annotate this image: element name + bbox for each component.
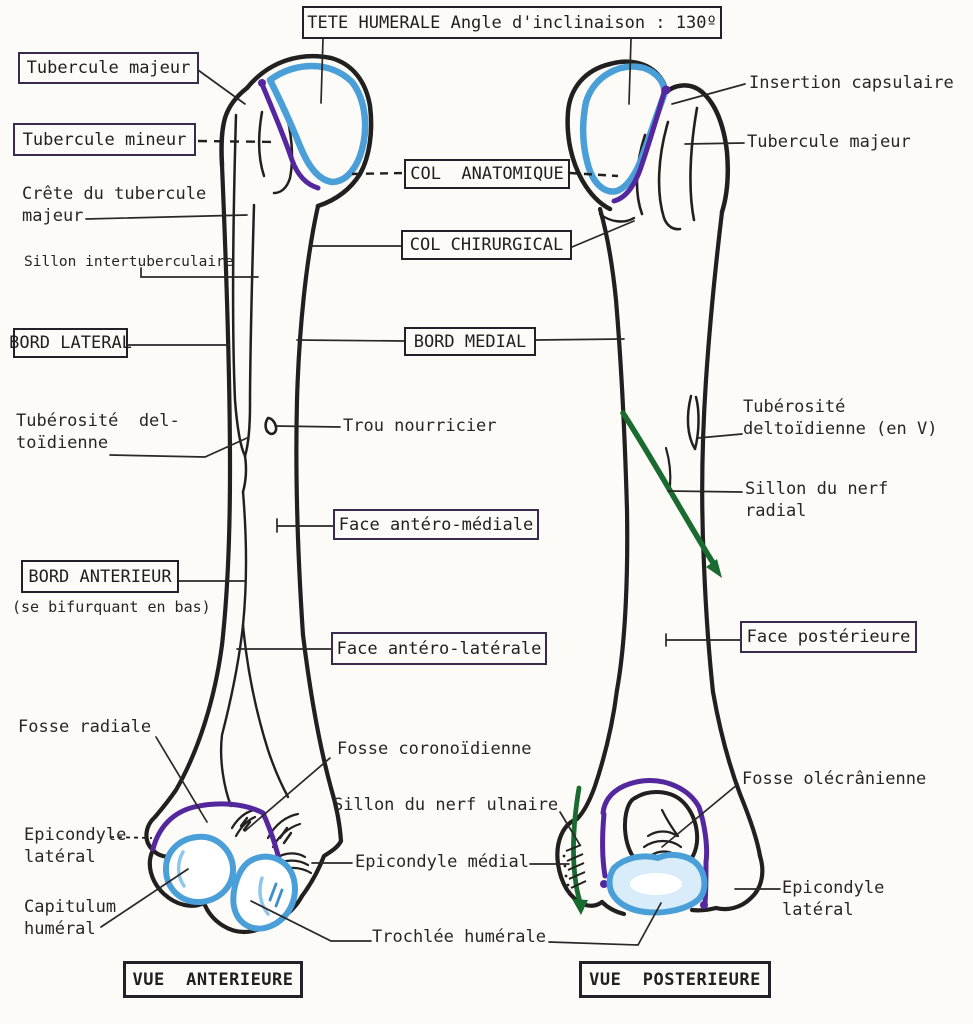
- box-bord-anterieur: BORD ANTERIEUR: [21, 560, 179, 593]
- box-label: Tubercule majeur: [26, 58, 191, 78]
- label-tubercule-majeur-right: Tubercule majeur: [747, 132, 911, 152]
- box-face-antero-mediale: Face antéro-médiale: [333, 509, 539, 540]
- label-sillon-intertuberculaire: Sillon intertuberculaire: [24, 254, 234, 270]
- label-crete-tubercule-majeur: Crête du tubercule majeur: [22, 184, 207, 226]
- label-fosse-coronoidienne: Fosse coronoïdienne: [337, 739, 532, 759]
- view-caption: VUE ANTERIEURE: [132, 969, 294, 990]
- label-fosse-radiale: Fosse radiale: [18, 717, 152, 737]
- label-bord-anterieur-note: (se bifurquant en bas): [12, 598, 211, 616]
- purple-dot: [600, 880, 608, 888]
- box-vue-anterieure: VUE ANTERIEURE: [123, 961, 303, 998]
- leader-tuberosite-left: [109, 437, 248, 458]
- leader-sillon-intertuberculaire: [140, 267, 259, 278]
- label-epicondyle-medial: Epicondyle médial: [355, 852, 529, 872]
- box-label: Face antéro-médiale: [338, 514, 534, 535]
- leader-title-anterior-head: [320, 38, 324, 104]
- capitulum-shading: [176, 850, 186, 888]
- label-tuberosite-deltoidienne-right: Tubérosité deltoïdienne (en V): [743, 397, 938, 439]
- box-bord-medial: BORD MEDIAL: [404, 327, 536, 356]
- leader-crete: [85, 214, 248, 220]
- title-box: TETE HUMERALE Angle d'inclinaison : 130º: [302, 6, 722, 39]
- dashed-reference-lines: [109, 139, 619, 839]
- radial-nerve-arrow: [620, 410, 722, 578]
- box-label: COL CHIRURGICAL: [409, 235, 564, 255]
- leader-col-chirurgical: [310, 220, 635, 248]
- ulnar-nerve-arrow: [562, 785, 588, 915]
- capsular-insertion-line: [611, 90, 667, 204]
- leader-fosse-coronoidienne: [244, 757, 331, 832]
- box-bord-lateral: BORD LATERAL: [9, 328, 132, 358]
- leader-insertion-capsulaire: [671, 83, 746, 105]
- box-face-antero-laterale: Face antéro-latérale: [331, 632, 547, 665]
- box-face-posterieure: Face postérieure: [740, 621, 917, 653]
- box-label: BORD LATERAL: [9, 333, 132, 353]
- anterior-articular-surface: [266, 62, 369, 186]
- ulnar-groove-dots: [562, 854, 570, 887]
- title-text: TETE HUMERALE Angle d'inclinaison : 130º: [307, 12, 717, 33]
- leader-bord-medial: [296, 338, 625, 342]
- leader-capitulum: [100, 868, 189, 928]
- arrowhead: [572, 899, 588, 915]
- box-tubercule-mineur: Tubercule mineur: [13, 123, 196, 156]
- purple-dot: [700, 901, 708, 909]
- dashed-col-anatomique-left: [351, 171, 405, 176]
- label-epicondyle-lateral-left: Epicondyle latéral: [24, 825, 127, 867]
- label-epicondyle-lateral-right: Epicondyle latéral: [782, 878, 885, 920]
- label-capitulum-humeral: Capitulum huméral: [24, 897, 117, 939]
- leader-tubercule-majeur-left: [197, 69, 246, 105]
- label-trochlee-humerale: Trochlée humérale: [372, 927, 546, 947]
- box-label: Face antéro-latérale: [336, 638, 542, 659]
- box-col-anatomique: COL ANATOMIQUE: [404, 159, 570, 189]
- posterior-epiphyseal-line-left: [600, 811, 608, 879]
- leader-face-antero-mediale: [276, 518, 334, 533]
- capitulum-shape: [163, 833, 236, 906]
- leader-fosse-radiale: [155, 736, 208, 823]
- box-vue-posterieure: VUE POSTERIEURE: [579, 961, 771, 998]
- anterior-humerus: [144, 53, 374, 935]
- box-label: Tubercule mineur: [22, 129, 187, 150]
- purple-dot: [258, 79, 266, 87]
- leader-trochlee: [250, 900, 662, 946]
- trochlea-shading: [258, 876, 270, 916]
- label-tuberosite-deltoidienne-left: Tubérosité del- toïdienne: [16, 411, 180, 453]
- leader-sillon-nerf-radial: [667, 490, 743, 493]
- label-sillon-nerf-radial: Sillon du nerf radial: [745, 479, 889, 521]
- trochlea-highlight: [630, 873, 682, 895]
- box-label: BORD MEDIAL: [413, 331, 527, 352]
- trochlea-shape-anterior: [230, 853, 298, 932]
- leader-sillon-nerf-ulnaire: [559, 811, 581, 846]
- leader-face-posterieure: [665, 633, 741, 647]
- leader-lines: [85, 38, 781, 946]
- trochlea-hatching: [268, 882, 284, 908]
- leader-epicondyle-medial: [311, 862, 570, 865]
- leader-trou-nourricier: [274, 425, 341, 428]
- box-label: BORD ANTERIEUR: [28, 566, 172, 587]
- ulnar-groove-hatching: [565, 844, 587, 889]
- box-tubercule-majeur-left: Tubercule majeur: [18, 52, 199, 84]
- leader-tuberosite-right: [697, 433, 743, 439]
- label-insertion-capsulaire: Insertion capsulaire: [749, 73, 954, 93]
- box-label: Face postérieure: [746, 627, 911, 647]
- view-caption: VUE POSTERIEURE: [589, 969, 761, 990]
- box-col-chirurgical: COL CHIRURGICAL: [401, 230, 572, 260]
- label-fosse-olecranienne: Fosse olécrânienne: [742, 769, 927, 789]
- label-sillon-nerf-ulnaire: Sillon du nerf ulnaire: [333, 795, 559, 815]
- anterior-anatomical-neck-line: [259, 81, 321, 191]
- leader-title-posterior-head: [628, 38, 632, 105]
- leader-tubercule-majeur-right: [684, 142, 745, 145]
- leader-fosse-olecranienne: [661, 783, 739, 848]
- dashed-tubercule-mineur: [197, 139, 278, 144]
- box-label: COL ANATOMIQUE: [410, 164, 564, 184]
- purple-dot: [661, 85, 671, 95]
- dashed-epicondyle-lateral-left: [109, 836, 153, 839]
- label-trou-nourricier: Trou nourricier: [343, 416, 497, 436]
- posterior-humerus: [555, 59, 765, 917]
- arrowhead: [706, 559, 722, 578]
